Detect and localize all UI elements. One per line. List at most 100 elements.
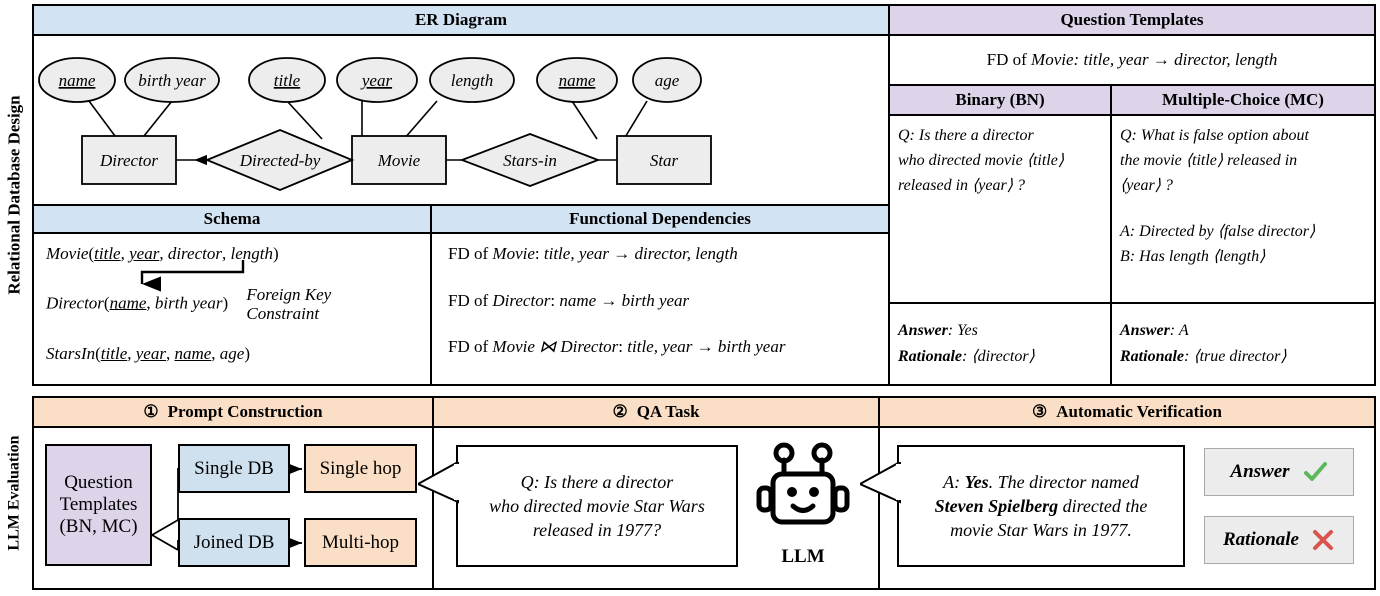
qt-mc-q-line-0: Q: What is false option about (1120, 127, 1309, 144)
qt-bn-q-line-2: released in ⟨year⟩ ? (898, 176, 1025, 194)
fd-1-relation: Director (492, 290, 551, 310)
er-attr-director-birth-year: birth year (138, 71, 206, 90)
qa-question-bubble: Q: Is there a director who directed movi… (456, 445, 738, 567)
fd-2-body: title, year → birth year (627, 337, 786, 357)
qt-bn-rationale-label: Rationale (898, 347, 963, 365)
panel-1-number: ① (143, 402, 159, 421)
llm-label-text: LLM (781, 546, 825, 567)
single-hop-box[interactable]: Single hop (304, 444, 417, 493)
er-relationship-stars-in: Stars-in (503, 151, 557, 170)
schema-movie-attr-director: director (167, 244, 222, 263)
fd-item-director: FD of Director: name → birth year (448, 289, 878, 314)
qt-fd-body: : title, year → director, length (1073, 50, 1278, 69)
qt-fd-relation: Movie (1031, 50, 1074, 69)
qt-column-divider (1110, 86, 1112, 384)
verify-line-0-rest: . The director named (988, 471, 1139, 492)
verify-line-1-rest: directed the (1058, 495, 1148, 516)
fd-1-prefix: FD of (448, 290, 493, 310)
schema-starsin-attr-year: year (135, 343, 166, 363)
answer-verdict-label: Answer (1230, 461, 1290, 482)
single-db-box[interactable]: Single DB (178, 444, 290, 493)
qa-bubble-tail (418, 462, 462, 504)
panel-2-number: ② (612, 402, 628, 421)
schema-director-attr-name: name (109, 293, 147, 313)
qt-mc-answer: Answer: A Rationale: ⟨true director⟩ (1120, 318, 1370, 369)
schema-director-name: Director (46, 293, 104, 313)
single-hop-label: Single hop (319, 457, 402, 479)
qt-box-line-1: Templates (59, 494, 138, 516)
er-diagram-canvas: name birth year title year length name a… (38, 57, 712, 191)
qt-bn-rationale-value: : ⟨director⟩ (962, 347, 1035, 365)
fd-2-sep: : (618, 337, 628, 357)
er-attr-star-name: name (559, 71, 596, 90)
functional-dependencies-title: Functional Dependencies (569, 209, 751, 228)
panel-1-header: ① Prompt Construction (34, 398, 432, 428)
fd-2-relation: Movie ⋈ Director (492, 337, 619, 357)
qa-q-line-2: released in 1977? (532, 520, 662, 541)
er-attr-movie-year: year (360, 71, 393, 90)
er-attr-director-name: name (59, 71, 96, 90)
multi-hop-box[interactable]: Multi-hop (304, 518, 417, 567)
joined-db-box[interactable]: Joined DB (178, 518, 290, 567)
er-attr-star-age: age (655, 71, 680, 90)
qt-mc-rationale-value: : ⟨true director⟩ (1184, 347, 1287, 365)
schema-relation-director: Director(name, birth year) Foreign Key C… (46, 284, 332, 324)
rationale-verdict-label: Rationale (1222, 529, 1299, 550)
question-templates-title: Question Templates (1060, 10, 1204, 29)
schema-title: Schema (203, 209, 261, 228)
qa-q-line-0: Q: Is there a director (520, 471, 674, 492)
verify-line-1: Steven Spielberg directed the (935, 494, 1148, 518)
schema-fd-divider (430, 206, 432, 384)
qt-bn-answer-label: Answer (898, 322, 948, 339)
qt-box-line-2: (BN, MC) (59, 515, 138, 537)
qt-fd-banner-text: FD of Movie: title, year → director, len… (987, 50, 1278, 70)
er-entity-director: Director (99, 151, 158, 170)
schema-movie-attr-year: year (129, 244, 160, 263)
qt-bn-answer-row: Answer: Yes (898, 318, 1104, 344)
er-diagram-header: ER Diagram (34, 6, 888, 36)
qt-banner-divider (890, 84, 1374, 86)
top-section-vertical-divider (888, 6, 890, 384)
panel-2-header: ② QA Task (434, 398, 878, 428)
er-entity-movie: Movie (377, 151, 421, 170)
qt-binary-question: Q: Is there a director who directed movi… (898, 124, 1104, 198)
qt-bn-answer-value: : Yes (947, 322, 978, 339)
er-diagram-title: ER Diagram (414, 10, 508, 29)
verification-answer-bubble: A: Yes. The director named Steven Spielb… (897, 445, 1185, 567)
verify-line-0: A: Yes. The director named (943, 470, 1139, 494)
schema-director-attr-birth-year: birth year (154, 293, 223, 313)
fd-item-join: FD of Movie ⋈ Director: title, year → bi… (448, 335, 878, 360)
qt-mc-answer-value: : A (1169, 322, 1189, 339)
rationale-verdict-badge: Rationale (1204, 516, 1354, 564)
fd-0-body: title, year → director, length (543, 244, 738, 263)
fd-0-relation: Movie (492, 244, 535, 263)
qt-mc-rationale-row: Rationale: ⟨true director⟩ (1120, 344, 1370, 370)
question-templates-box[interactable]: Question Templates (BN, MC) (45, 444, 152, 566)
qt-fd-prefix: FD of (986, 50, 1032, 69)
verification-bubble-tail (860, 462, 904, 504)
qt-mc-question: Q: What is false option about the movie … (1120, 124, 1370, 270)
bottom-divider-1 (432, 398, 434, 588)
section-label-llm-evaluation: LLM Evaluation (0, 394, 30, 592)
qt-bn-q-line-0: Q: Is there a director (898, 127, 1034, 144)
qt-mc-rationale-label: Rationale (1120, 347, 1185, 365)
qt-mc-option-a: A: Directed by ⟨false director⟩ (1120, 223, 1316, 241)
fd-1-body: name → birth year (559, 290, 690, 310)
panel-3-title: Automatic Verification (1056, 402, 1222, 421)
question-templates-header: Question Templates (890, 6, 1374, 36)
answer-verdict-badge: Answer (1204, 448, 1354, 496)
cross-icon (1313, 530, 1333, 550)
fk-annotation-line1: Foreign Key (246, 284, 332, 304)
qa-q-line-1: who directed movie Star Wars (489, 495, 705, 516)
verify-line-1-bold: Steven Spielberg (934, 495, 1059, 516)
fd-0-prefix: FD of (448, 244, 493, 263)
er-entity-star: Star (650, 151, 679, 170)
foreign-key-arrow (140, 260, 245, 292)
verify-line-2: movie Star Wars in 1977. (950, 520, 1132, 541)
schema-relation-starsin: StarsIn(title, year, name, age) (46, 343, 251, 363)
fd-1-sep: : (550, 290, 560, 310)
schema-movie-attr-length: length (230, 244, 273, 263)
llm-label: LLM (755, 546, 851, 568)
qt-binary-answer: Answer: Yes Rationale: ⟨director⟩ (898, 318, 1104, 369)
